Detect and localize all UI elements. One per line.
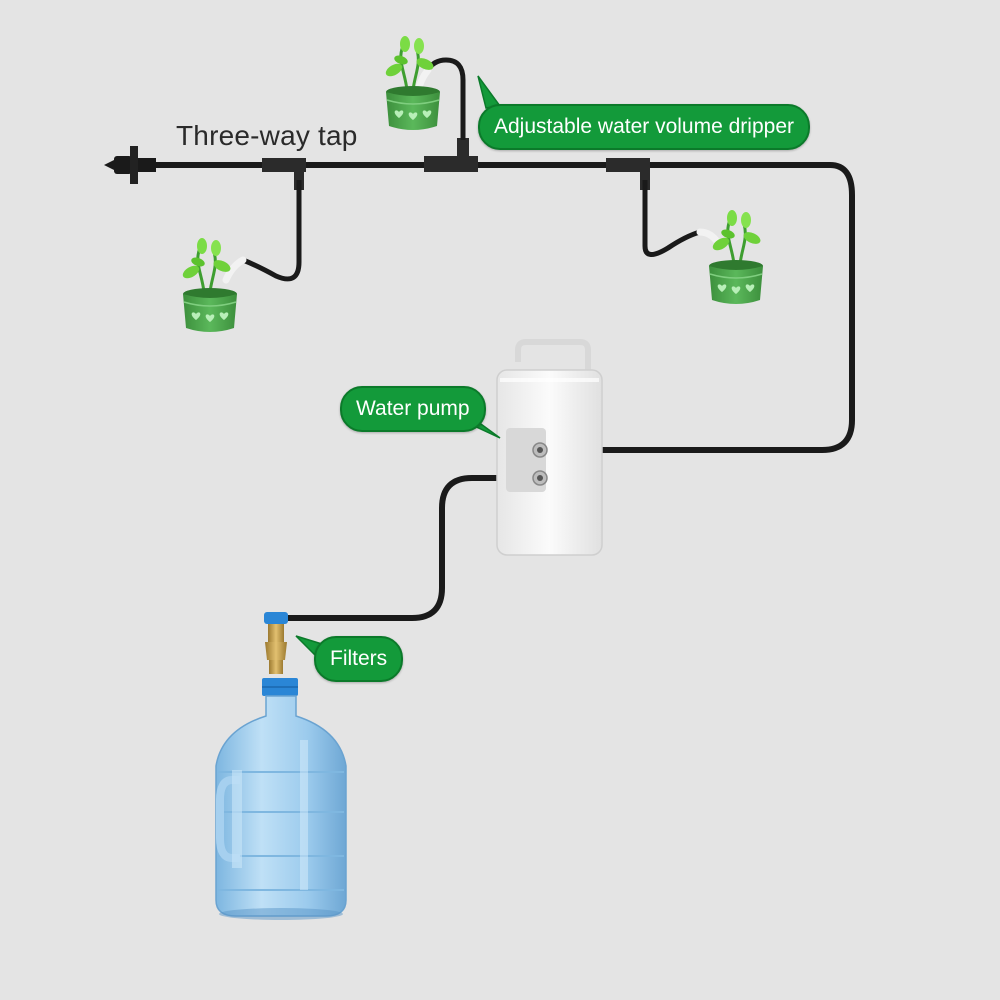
potted-plant-left [179,236,238,333]
water-bottle [215,678,347,920]
three-way-tap-label: Three-way tap [176,120,358,151]
dripper-callout: Adjustable water volume dripper [478,104,810,150]
pump-outlet-tube [545,162,855,453]
drip-line-left [242,180,302,282]
water-pump [496,339,603,556]
pump-inlet-tube [286,475,540,621]
potted-plant-top [382,34,441,131]
filter-icon [264,612,288,674]
water-pump-callout: Water pump [340,386,486,432]
tee-connector-middle [424,138,478,172]
drip-line-right [642,180,701,257]
potted-plant-right [708,208,764,305]
end-tap-icon [104,146,156,184]
filters-callout: Filters [314,636,404,682]
